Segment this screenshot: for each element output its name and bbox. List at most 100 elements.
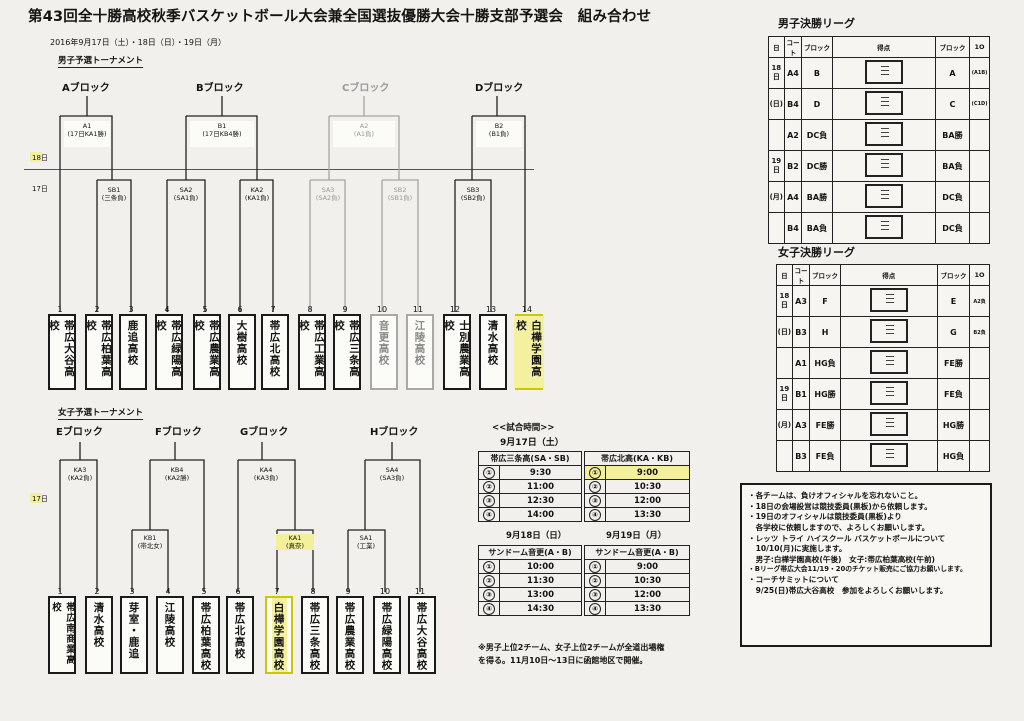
score-box (869, 381, 908, 405)
score-box (869, 288, 908, 312)
girls-node-ka3: KA3(KA2負) (67, 466, 93, 483)
boys-team-14: 白樺学園高校 (514, 314, 544, 390)
event-dates: 2016年9月17日（土）・18日（日）・19日（月） (50, 38, 226, 47)
girls-seed-1: 1 (57, 587, 63, 596)
footnote: ※男子上位2チーム、女子上位2チームが全道出場権 を得る。11月10日～13日に… (478, 643, 665, 665)
score-box (864, 91, 903, 115)
boys-team-9: 帯広三条高校 (333, 314, 361, 390)
score-box (864, 215, 903, 239)
boys-team-7: 帯広北高校 (261, 314, 289, 390)
score-box (864, 122, 903, 146)
girls-league-title: 女子決勝リーグ (778, 246, 855, 259)
boys-node-ka2: KA2(KA1負) (244, 186, 270, 203)
girls-seed-3: 3 (129, 587, 135, 596)
venue-sundome-19: サンドーム音更(A・B) (584, 545, 690, 560)
boys-team-13: 清水高校 (479, 314, 507, 390)
girls-node-sa4: SA4(SA3負) (379, 466, 405, 483)
score-box (869, 443, 908, 467)
boys-node-sb1: SB1(三条負) (101, 186, 127, 203)
girls-block-h: Hブロック (370, 427, 419, 438)
boys-node-sa3: SA3(SA2負) (315, 186, 341, 203)
note-line: ・各チームは、負けオフィシャルを忘れないこと。 (748, 491, 923, 500)
boys-node-b1: B1(17日KB4勝) (202, 122, 242, 139)
girls-team-3: 芽室・鹿追 (120, 596, 148, 674)
girls-team-9: 帯広農業高校 (336, 596, 364, 674)
boys-team-10: 音更高校 (370, 314, 398, 390)
day-divider (24, 169, 534, 170)
girls-block-f: Fブロック (155, 427, 202, 438)
girls-seed-7: 7 (274, 587, 280, 596)
girls-bracket-lines (59, 442, 421, 592)
girls-seed-11: 11 (414, 587, 426, 596)
boys-team-3: 鹿追高校 (119, 314, 147, 390)
boys-seed-9: 9 (342, 305, 348, 314)
girls-team-4: 江陵高校 (156, 596, 184, 674)
girls-seed-6: 6 (235, 587, 241, 596)
boys-seed-11: 11 (412, 305, 424, 314)
boys-block-b: Bブロック (196, 83, 244, 94)
boys-seed-3: 3 (128, 305, 134, 314)
boys-seed-13: 13 (485, 305, 497, 314)
girls-team-8: 帯広三条高校 (301, 596, 329, 674)
girls-node-kb1: KB1(帯北女) (137, 534, 163, 551)
boys-node-b2: B2(B1負) (488, 122, 510, 139)
girls-team-5: 帯広柏葉高校 (192, 596, 220, 674)
boys-team-6: 大樹高校 (228, 314, 256, 390)
schedule-day3: 9月19日（月） (606, 531, 667, 541)
girls-node-kb4: KB4(KA2勝) (164, 466, 190, 483)
girls-seed-5: 5 (201, 587, 207, 596)
note-line: 9/25(日)帯広大谷高校 参加をよろしくお願いします。 (748, 585, 948, 595)
boys-team-12: 士別農業高校 (443, 314, 471, 390)
girls-day-highlight (30, 493, 42, 503)
girls-section-title: 女子予選トーナメント (58, 408, 144, 420)
day-highlight (30, 152, 42, 162)
boys-seed-14: 14 (521, 305, 533, 314)
boys-team-11: 江陵高校 (406, 314, 434, 390)
venue-sundome-18: サンドーム音更(A・B) (478, 545, 582, 560)
notes-box: ・各チームは、負けオフィシャルを忘れないこと。 ・18日の会場設営は競技委員(黒… (740, 483, 992, 647)
boys-node-sb2: SB2(SB1負) (387, 186, 413, 203)
boys-block-a: Aブロック (62, 83, 110, 94)
boys-seed-4: 4 (164, 305, 170, 314)
girls-team-11: 帯広大谷高校 (408, 596, 436, 674)
girls-seed-9: 9 (345, 587, 351, 596)
venue-kita: 帯広北高(KA・KB) (584, 451, 690, 466)
score-box (864, 153, 903, 177)
boys-seed-6: 6 (237, 305, 243, 314)
score-box (864, 184, 903, 208)
boys-node-a2: A2(A1負) (353, 122, 375, 139)
note-line: 10/10(月)に実施します。 (748, 544, 847, 554)
boys-league-title: 男子決勝リーグ (778, 17, 855, 30)
note-line: ・コーチサミットについて (748, 574, 839, 584)
boys-node-sa2: SA2(SA1負) (173, 186, 199, 203)
boys-block-d: Dブロック (475, 83, 524, 94)
girls-seed-8: 8 (310, 587, 316, 596)
boys-seed-10: 10 (376, 305, 388, 314)
girls-team-7: 白樺学園高校 (265, 596, 293, 674)
girls-block-e: Eブロック (56, 427, 103, 438)
page-title: 第43回全十勝高校秋季バスケットボール大会兼全国選抜優勝大会十勝支部予選会 組み… (28, 9, 652, 25)
score-box (869, 350, 908, 374)
note-line: 男子:白樺学園高校(午後) 女子:帯広柏葉高校(午前) (748, 554, 936, 564)
boys-team-5: 帯広農業高校 (193, 314, 221, 390)
boys-seed-7: 7 (270, 305, 276, 314)
note-line: 各学校に依頼しますので、よろしくお願いします。 (748, 522, 930, 532)
girls-team-6: 帯広北高校 (226, 596, 254, 674)
girls-team-2: 清水高校 (85, 596, 113, 674)
boys-team-1: 帯広大谷高校 (48, 314, 76, 390)
boys-seed-8: 8 (307, 305, 313, 314)
venue-sanjo: 帯広三条高(SA・SB) (478, 451, 582, 466)
note-line: ・レッツ トライ ハイスクール バスケットボールについて (748, 533, 946, 543)
boys-block-c: Cブロック (342, 83, 390, 94)
boys-section-title: 男子予選トーナメント (58, 56, 144, 68)
schedule-day1: 9月17日（土） (500, 438, 564, 448)
score-box (869, 412, 908, 436)
girls-seed-2: 2 (94, 587, 100, 596)
boys-day18-label: 18日 (32, 154, 48, 162)
boys-node-sb3: SB3(SB2負) (460, 186, 486, 203)
girls-seed-10: 10 (379, 587, 391, 596)
